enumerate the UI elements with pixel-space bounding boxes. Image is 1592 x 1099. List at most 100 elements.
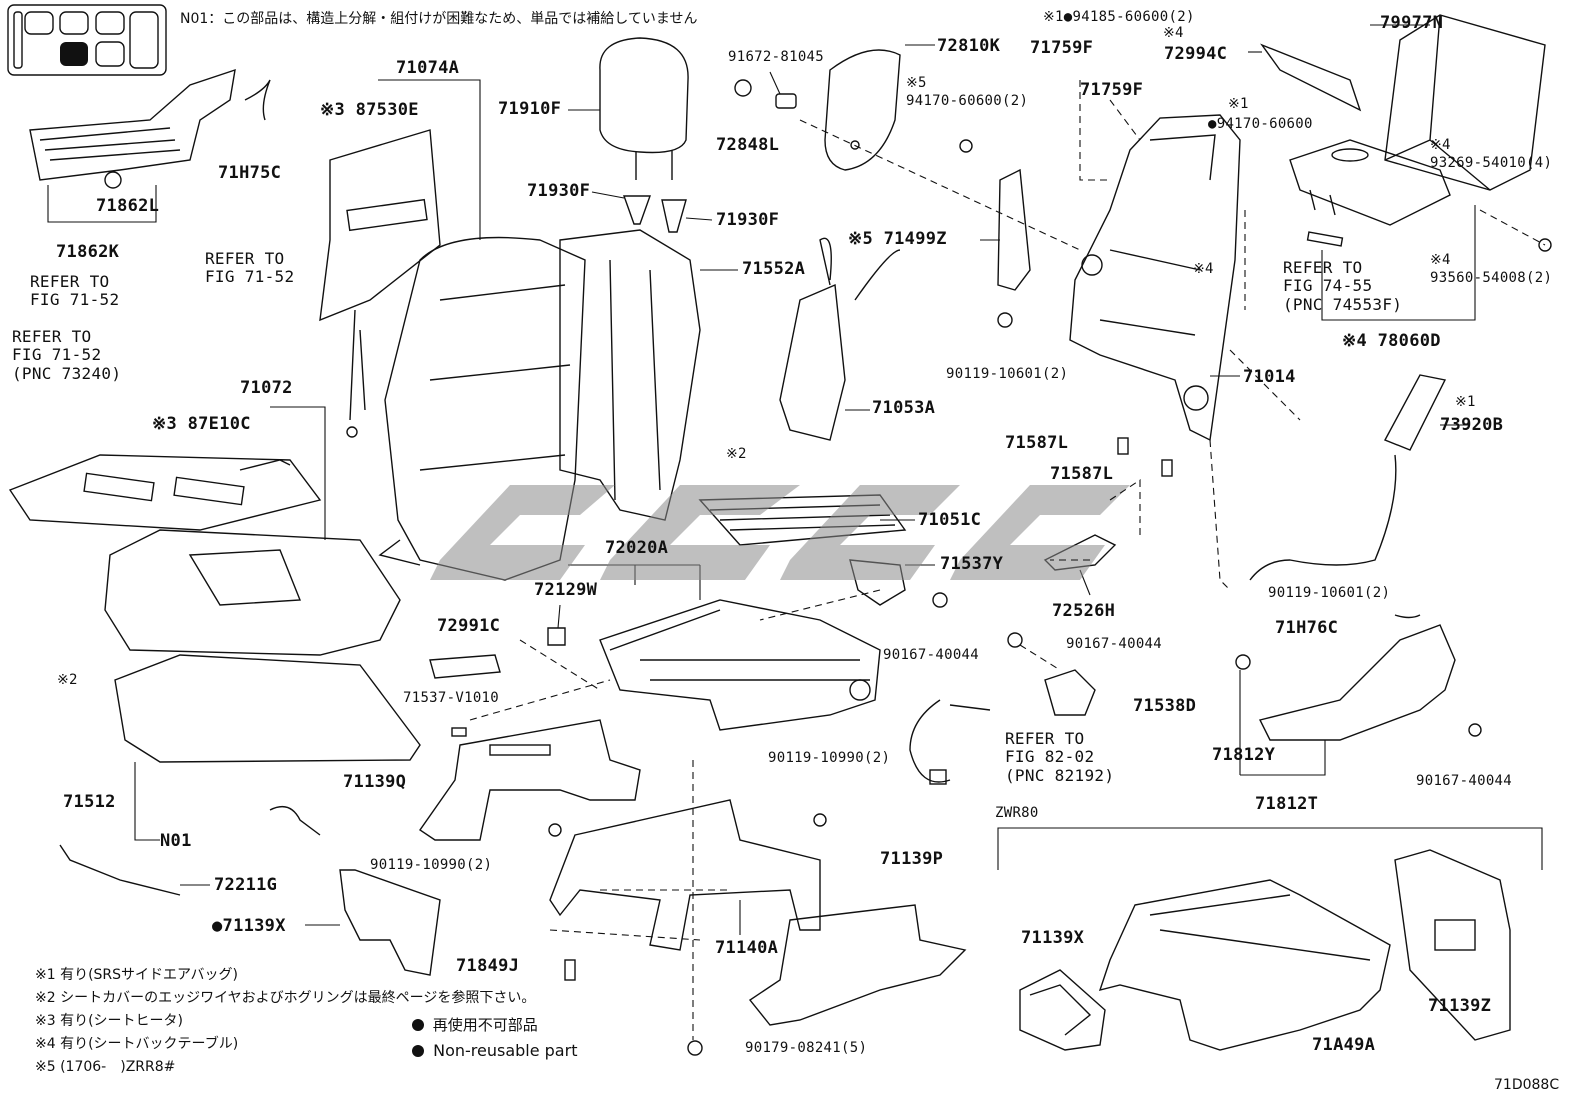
clip-71587L <box>1117 437 1173 477</box>
label-71812T: 71812T <box>1255 794 1319 814</box>
label-71759F-a: 71759F <box>1030 38 1094 58</box>
label-71910F: 71910F <box>498 99 562 119</box>
label-72848L: 72848L <box>716 135 780 155</box>
label-71H76C: 71H76C <box>1275 618 1339 638</box>
label-71587L-b: 71587L <box>1050 464 1114 484</box>
label-71A49A: 71A49A <box>1312 1035 1376 1055</box>
label-71862K: 71862K <box>56 242 120 262</box>
label-93560-54008: 93560-54008(2) <box>1430 270 1553 286</box>
label-72129W: 72129W <box>534 580 598 600</box>
label-71537-V1010: 71537-V1010 <box>403 690 500 706</box>
mark-4-side: ※4 <box>1193 261 1214 277</box>
mark-73920B: ※1 <box>1455 394 1476 410</box>
headrest-guide-71930F <box>591 191 713 233</box>
label-90119-10990-b: 90119-10990(2) <box>370 857 493 873</box>
pad-72991C <box>429 654 501 679</box>
seat-cushion-cover-71072 <box>104 406 401 656</box>
label-71074A: 71074A <box>396 58 460 78</box>
label-72810K: 72810K <box>937 36 1001 56</box>
label-90167-40044-c: 90167-40044 <box>1416 773 1513 789</box>
group-label-zwr80: ZWR80 <box>995 805 1039 821</box>
airbag-pad-72810K <box>799 44 1081 251</box>
label-71139Z: 71139Z <box>1428 996 1492 1016</box>
mark-2-b: ※2 <box>57 672 78 688</box>
label-71537Y: 71537Y <box>940 554 1004 574</box>
legend-jp: 再使用不可部品 <box>412 1018 538 1033</box>
label-71139X-a: ●71139X <box>212 916 286 936</box>
label-94170-60600-a: 94170-60600(2) <box>906 93 1029 109</box>
clip-72848L <box>734 71 797 109</box>
bolt-90179 <box>548 760 827 1056</box>
label-71862L: 71862L <box>96 196 160 216</box>
footnote-3: ※3 有り(シートヒータ) <box>35 1013 184 1029</box>
label-71849J: 71849J <box>456 956 520 976</box>
label-71014: 71014 <box>1243 367 1296 387</box>
label-90119-10601-b: 90119-10601(2) <box>1268 585 1391 601</box>
label-71139Q: 71139Q <box>343 772 407 792</box>
bracket-71538D <box>1007 632 1096 716</box>
label-94170-60600-b: ●94170-60600 <box>1208 116 1313 132</box>
label-73920B: 73920B <box>1440 415 1504 435</box>
label-71139P: 71139P <box>880 849 944 869</box>
footnote-1: ※1 有り(SRSサイドエアバッグ) <box>35 967 238 983</box>
table-79977N <box>1370 14 1546 191</box>
mark-93560: ※4 <box>1430 252 1451 268</box>
harness-82192 <box>909 699 991 785</box>
label-71512: 71512 <box>63 792 116 812</box>
seat-locator-icon <box>7 4 167 76</box>
seat-cushion-pad-71512 <box>114 654 421 841</box>
label-90167-40044-a: 90167-40044 <box>883 647 980 663</box>
footnote-2: ※2 シートカバーのエッジワイヤおよびホグリングは最終ページを参照下さい。 <box>35 990 536 1006</box>
side-shield-71862K <box>29 68 271 223</box>
label-79977N: 79977N <box>1380 13 1444 33</box>
label-93269-54010: 93269-54010(4) <box>1430 155 1553 171</box>
label-72526H: 72526H <box>1052 601 1116 621</box>
label-71140A: 71140A <box>715 938 779 958</box>
label-71930F-a: 71930F <box>527 181 591 201</box>
mark-2-a: ※2 <box>726 446 747 462</box>
non-reusable-dot-icon <box>412 1019 424 1031</box>
figure-code: 71D088C <box>1494 1077 1560 1093</box>
label-90167-40044-b: 90167-40044 <box>1066 636 1163 652</box>
label-71499Z: ※5 71499Z <box>848 229 947 249</box>
label-71552A: 71552A <box>742 259 806 279</box>
label-71538D: 71538D <box>1133 696 1197 716</box>
cover-71139P <box>748 904 967 1026</box>
label-90119-10601-a: 90119-10601(2) <box>946 366 1069 382</box>
label-94185-60600: ※1●94185-60600(2) <box>1043 9 1195 25</box>
label-91672-81045: 91672-81045 <box>728 49 825 65</box>
label-71072: 71072 <box>240 378 293 398</box>
wire-72211G <box>59 844 210 896</box>
headrest-71910F <box>568 37 689 180</box>
leg-frame-71140A <box>549 799 821 951</box>
label-87530E: ※3 87530E <box>320 100 419 120</box>
label-72211G: 72211G <box>214 875 278 895</box>
bracket-71499Z <box>959 139 1031 328</box>
cover-71139X-left <box>305 869 441 976</box>
seatback-frame-71014 <box>1069 114 1241 442</box>
label-71812Y: 71812Y <box>1212 745 1276 765</box>
label-72991C: 72991C <box>437 616 501 636</box>
label-71139X-b: 71139X <box>1021 928 1085 948</box>
label-90119-10990-a: 90119-10990(2) <box>768 750 891 766</box>
mark-72994C: ※4 <box>1163 25 1184 41</box>
mark-94170-b: ※1 <box>1228 96 1249 112</box>
header-note: N01：この部品は、構造上分解・組付けが困難なため、単品では補給していません <box>180 11 698 27</box>
seat-frame-72020A <box>568 564 881 731</box>
footnote-5: ※5 (1706- )ZRR8# <box>35 1059 176 1075</box>
non-reusable-dot-icon <box>412 1045 424 1057</box>
cover-71139Q <box>419 719 641 841</box>
zwr80-group <box>997 827 1543 1051</box>
label-71759F-b: 71759F <box>1080 80 1144 100</box>
label-90179-08241: 90179-08241(5) <box>745 1040 868 1056</box>
clip-71537-V1010 <box>451 679 611 737</box>
watermark-logo <box>430 485 1130 580</box>
label-72020A: 72020A <box>605 538 669 558</box>
cushion-heater-87E10C <box>8 454 322 531</box>
